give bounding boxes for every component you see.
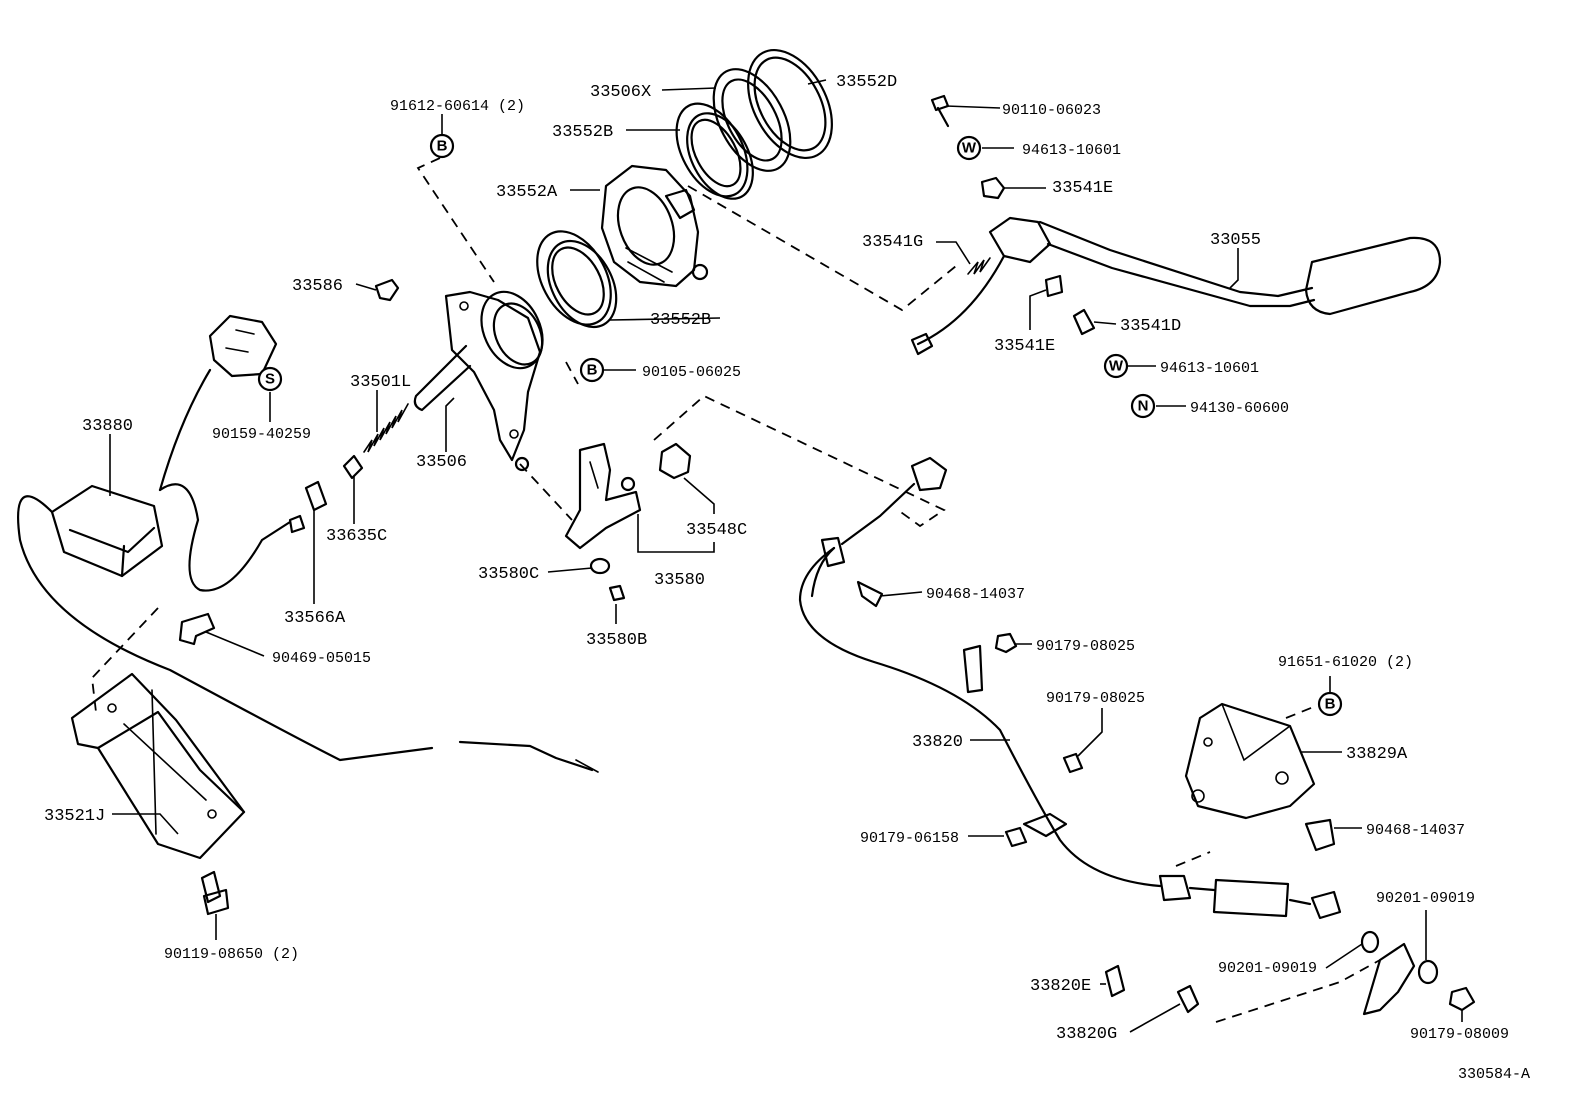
label-33541E-top: 33541E xyxy=(1052,179,1113,198)
symbol-text: B xyxy=(437,138,448,155)
label-90468-14037-a: 90468-14037 xyxy=(926,586,1025,603)
label-33552A: 33552A xyxy=(496,183,558,202)
label-33829A: 33829A xyxy=(1346,745,1408,764)
label-94613-10601-a: 94613-10601 xyxy=(1022,142,1121,159)
part-90179-nut-a xyxy=(994,632,1018,654)
label-94613-10601-b: 94613-10601 xyxy=(1160,360,1259,377)
symbol-b-91612: B xyxy=(429,133,455,159)
part-33506X-washer xyxy=(712,68,792,172)
label-90468-14037-b: 90468-14037 xyxy=(1366,822,1465,839)
part-33506-lever-housing xyxy=(413,290,544,472)
label-90159-40259: 90159-40259 xyxy=(212,426,311,443)
label-33548C: 33548C xyxy=(686,521,747,540)
label-33566A: 33566A xyxy=(284,609,346,628)
label-94130-60600: 94130-60600 xyxy=(1190,400,1289,417)
part-90468-clip-b xyxy=(1304,818,1336,852)
symbol-text: B xyxy=(587,362,598,379)
part-90469-clamp xyxy=(178,612,216,646)
part-90201-washer-b xyxy=(1417,959,1439,985)
leader-lines xyxy=(109,79,1463,1033)
symbol-n-94130: N xyxy=(1130,393,1156,419)
part-90201-washer-a xyxy=(1360,930,1380,954)
part-33552A-housing xyxy=(600,164,709,288)
part-90179-06158-nut xyxy=(1004,826,1028,848)
symbol-text: S xyxy=(265,371,275,388)
symbol-w-94613-b: W xyxy=(1103,353,1129,379)
label-33055: 33055 xyxy=(1210,231,1261,250)
label-90119-08650: 90119-08650 (2) xyxy=(164,946,299,963)
symbol-text: W xyxy=(1109,358,1124,375)
part-33566A-pin xyxy=(304,480,328,512)
label-90469-05015: 90469-05015 xyxy=(272,650,371,667)
label-90201-09019-a: 90201-09019 xyxy=(1376,890,1475,907)
part-33541E-bushing-low xyxy=(1044,274,1064,298)
part-cable-end-bracket xyxy=(1362,942,1416,1016)
part-33880-switch-assembly xyxy=(16,314,599,773)
label-33552B-low: 33552B xyxy=(650,311,711,330)
symbol-w-94613-a: W xyxy=(956,135,982,161)
symbol-b-91651: B xyxy=(1317,691,1343,717)
label-33586: 33586 xyxy=(292,277,343,296)
label-33820: 33820 xyxy=(912,733,963,752)
label-33635C: 33635C xyxy=(326,527,387,546)
label-33506: 33506 xyxy=(416,453,467,472)
label-33552B-top: 33552B xyxy=(552,123,613,142)
part-90119-bolt xyxy=(200,870,230,916)
symbol-s-90159: S xyxy=(257,366,283,392)
part-33820-cable xyxy=(798,456,1342,920)
label-90110-06023: 90110-06023 xyxy=(1002,102,1101,119)
label-91612-60614: 91612-60614 (2) xyxy=(390,98,525,115)
part-labels: 33552D 33506X 91612-60614 (2) 33552B 335… xyxy=(44,73,1530,1083)
alignment-lines xyxy=(91,157,1381,1023)
part-33580C-washer xyxy=(589,557,611,575)
label-90179-08009: 90179-08009 xyxy=(1410,1026,1509,1043)
symbol-text: N xyxy=(1138,398,1149,415)
label-33501L: 33501L xyxy=(350,373,411,392)
part-33501L-spring xyxy=(363,403,409,453)
symbol-text: W xyxy=(962,140,977,157)
label-90201-09019-b: 90201-09019 xyxy=(1218,960,1317,977)
label-90105-06025: 90105-06025 xyxy=(642,364,741,381)
label-90179-06158: 90179-06158 xyxy=(860,830,959,847)
label-33820E: 33820E xyxy=(1030,977,1091,996)
symbol-text: B xyxy=(1325,696,1336,713)
part-33055-shift-lever xyxy=(910,216,1442,356)
label-91651-61020: 91651-61020 (2) xyxy=(1278,654,1413,671)
part-33541D-pin xyxy=(1072,308,1096,336)
part-33580B-clip xyxy=(608,584,626,602)
part-33820G-bushing xyxy=(1176,984,1200,1014)
part-33635C-collar xyxy=(342,454,364,480)
label-33580B: 33580B xyxy=(586,631,647,650)
diagram-id: 330584-A xyxy=(1458,1066,1530,1083)
part-33552D-snap-ring xyxy=(747,48,833,160)
part-33552B-bushing-low xyxy=(536,230,618,329)
label-90179-08025-b: 90179-08025 xyxy=(1046,690,1145,707)
part-90179-08009-nut xyxy=(1448,986,1476,1012)
label-33580C: 33580C xyxy=(478,565,539,584)
label-33880: 33880 xyxy=(82,417,133,436)
label-33541E-low: 33541E xyxy=(994,337,1055,356)
part-90179-nut-b xyxy=(1062,752,1084,774)
part-90110-bolt xyxy=(930,94,950,128)
part-33586-clip xyxy=(374,278,400,302)
label-33541D: 33541D xyxy=(1120,317,1181,336)
label-33506X: 33506X xyxy=(590,83,651,102)
label-90179-08025-a: 90179-08025 xyxy=(1036,638,1135,655)
label-33521J: 33521J xyxy=(44,807,105,826)
label-33820G: 33820G xyxy=(1056,1025,1117,1044)
part-33521J-bracket xyxy=(70,672,246,860)
part-33829A-bracket xyxy=(1184,702,1316,820)
part-33580-lever-assembly xyxy=(564,442,692,550)
symbol-b-90105: B xyxy=(579,357,605,383)
part-33541G-spring xyxy=(967,257,991,275)
part-33820E-pin xyxy=(1104,964,1126,998)
label-33552D: 33552D xyxy=(836,73,897,92)
part-90468-clip-a xyxy=(856,580,884,608)
label-33580: 33580 xyxy=(654,571,705,590)
part-33541E-bushing-top xyxy=(980,176,1006,200)
label-33541G: 33541G xyxy=(862,233,923,252)
part-33552B-bushing-top xyxy=(675,102,754,200)
